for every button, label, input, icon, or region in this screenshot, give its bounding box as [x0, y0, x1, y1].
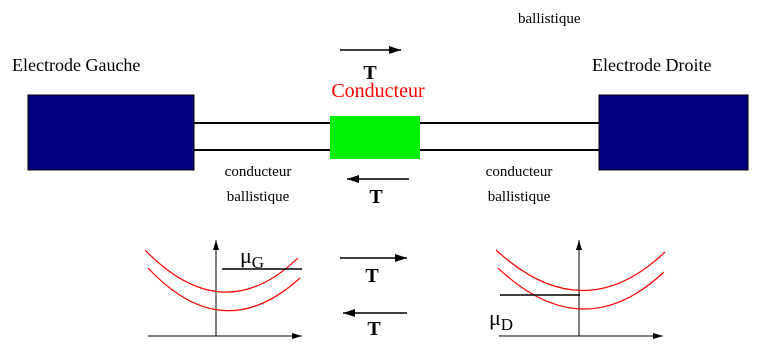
left-electrode [27, 94, 195, 171]
right-lead-label-line2: ballistique [488, 189, 551, 205]
right-lead-label-line1: conducteur [486, 164, 553, 180]
transmission-top-label: T [363, 62, 377, 84]
right-electrode-label: Electrode Droite [592, 55, 711, 75]
top-right-text: ballistique [518, 11, 581, 27]
transmission-back-label: T [369, 186, 383, 208]
left-dispersion-curve-lower [147, 267, 301, 312]
mu-right-symbol: μD [489, 305, 513, 334]
left-lead-label-line2: ballistique [227, 189, 290, 205]
conductor-block [330, 116, 420, 159]
left-dispersion-plot: μG [144, 240, 302, 339]
transmission-bottom-right-label: T [365, 265, 379, 287]
left-electrode-label: Electrode Gauche [12, 55, 140, 75]
right-dispersion-plot: μD [489, 240, 666, 339]
left-dispersion-curve-upper [144, 249, 299, 293]
right-electrode [598, 94, 749, 171]
right-dispersion-curve-upper [495, 249, 666, 291]
mu-right-subscript: D [501, 315, 513, 334]
right-dispersion-curve-lower [497, 267, 665, 310]
mu-left-symbol: μG [240, 243, 264, 272]
left-lead-label-line1: conducteur [225, 164, 292, 180]
conductor-label: Conducteur [331, 80, 425, 102]
mu-left-subscript: G [252, 253, 264, 272]
transmission-bottom-left-label: T [367, 318, 381, 339]
